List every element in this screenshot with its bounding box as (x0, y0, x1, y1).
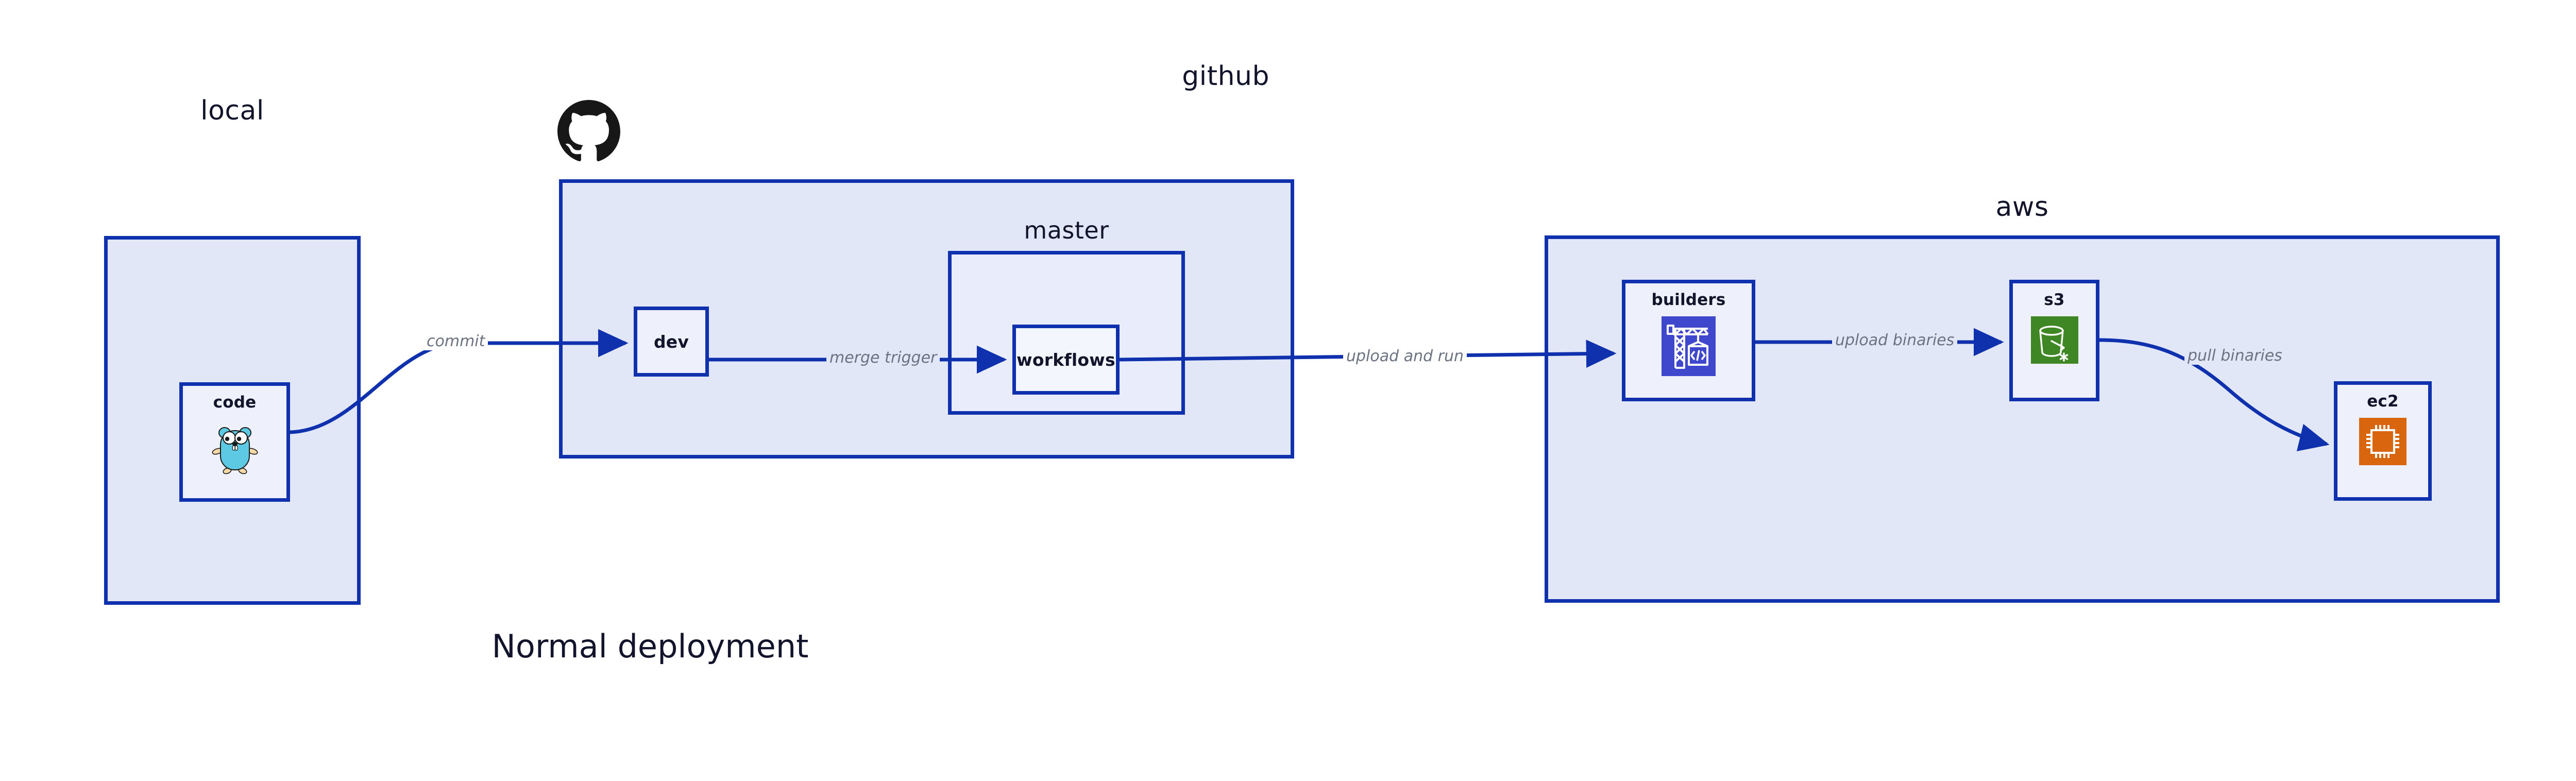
edge-label-upload-binaries: upload binaries (1832, 331, 1958, 349)
codebuild-crane-icon (1662, 316, 1716, 378)
node-s3[interactable]: s3 (2009, 280, 2099, 401)
node-builders[interactable]: builders (1622, 280, 1755, 401)
node-workflows[interactable]: workflows (1012, 325, 1120, 395)
group-label-local: local (200, 95, 264, 126)
node-ec2[interactable]: ec2 (2334, 381, 2432, 501)
group-label-github: github (1182, 61, 1269, 92)
node-builders-label: builders (1651, 291, 1726, 309)
node-ec2-label: ec2 (2367, 392, 2399, 411)
diagram-title: Normal deployment (492, 627, 809, 665)
node-dev[interactable]: dev (634, 307, 709, 377)
edge-label-merge-trigger: merge trigger (826, 349, 940, 367)
group-label-aws: aws (1995, 192, 2049, 223)
github-octocat-icon (557, 100, 620, 165)
node-dev-label: dev (653, 331, 689, 352)
node-master-label: master (1024, 216, 1109, 244)
node-s3-label: s3 (2044, 291, 2065, 309)
ec2-chip-icon (2359, 418, 2406, 467)
edge-label-pull-binaries: pull binaries (2184, 347, 2285, 365)
node-code-label: code (213, 393, 257, 412)
node-workflows-label: workflows (1016, 349, 1115, 370)
edge-label-commit: commit (423, 332, 488, 350)
s3-bucket-icon (2030, 316, 2078, 366)
go-gopher-icon (211, 419, 259, 479)
node-code[interactable]: code (179, 382, 290, 502)
edge-label-upload-and-run: upload and run (1343, 347, 1467, 365)
